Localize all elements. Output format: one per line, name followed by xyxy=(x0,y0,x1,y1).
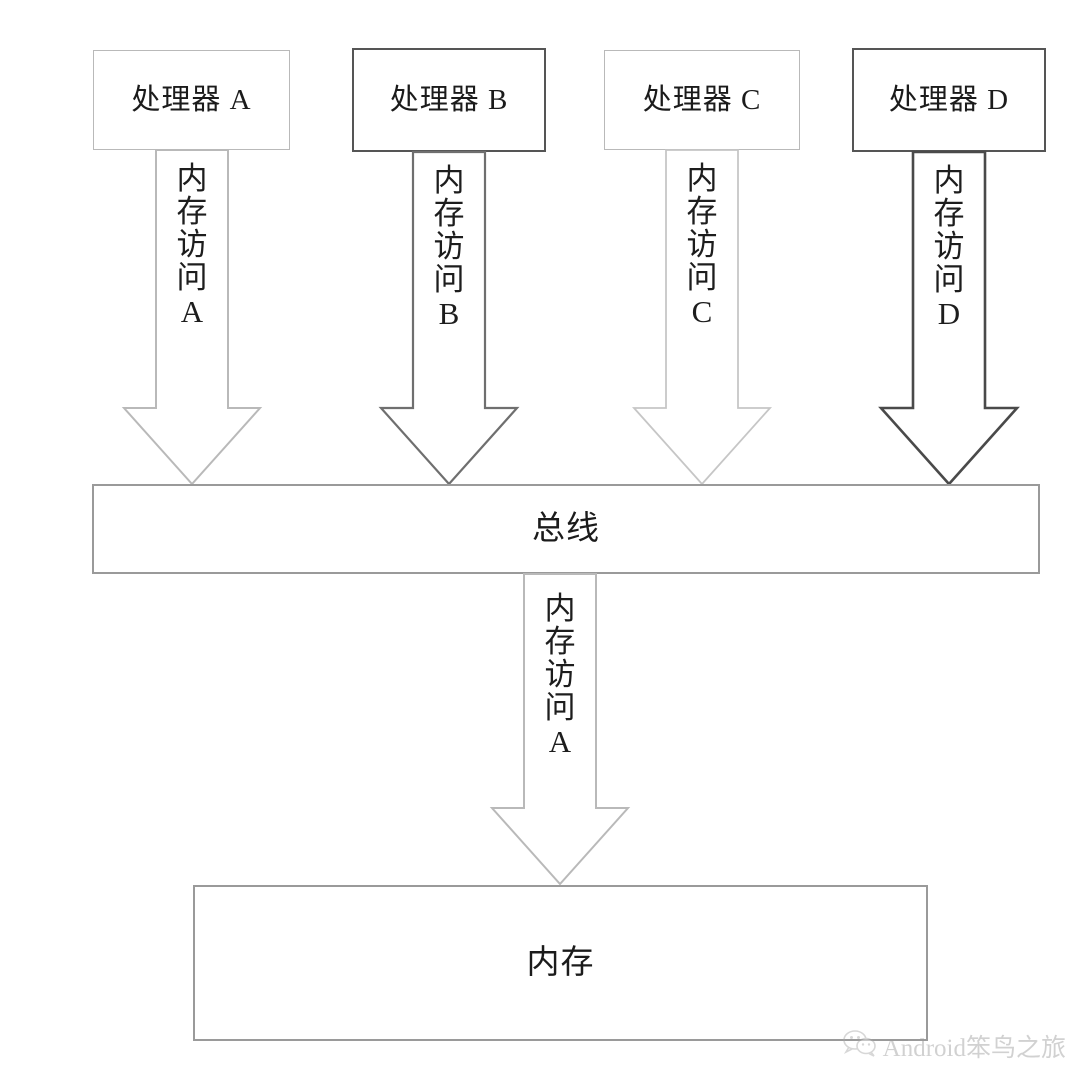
processor-box-a[interactable]: 处理器 A xyxy=(93,50,290,150)
watermark-text: Android笨鸟之旅 xyxy=(882,1035,1066,1062)
processor-label-d: 处理器 D xyxy=(888,83,1010,116)
bus-box[interactable]: 总线 xyxy=(92,484,1040,574)
processor-label-a: 处理器 A xyxy=(131,83,252,116)
processor-label-b: 处理器 B xyxy=(389,83,509,116)
watermark: Android笨鸟之旅 xyxy=(842,1028,1066,1064)
arrow-memory-access-d: 内 存 访 问 D xyxy=(877,150,1021,486)
bus-label: 总线 xyxy=(532,510,600,547)
processor-box-b[interactable]: 处理器 B xyxy=(352,48,546,152)
arrow-memory-access-c: 内 存 访 问 C xyxy=(630,149,774,486)
memory-box[interactable]: 内存 xyxy=(193,885,928,1041)
processor-box-c[interactable]: 处理器 C xyxy=(604,50,800,150)
arrow-shape-a xyxy=(121,149,263,486)
arrow-memory-access-a: 内 存 访 问 A xyxy=(120,149,264,486)
memory-label: 内存 xyxy=(526,944,595,981)
arrow-memory-access-bus-to-memory: 内 存 访 问 A xyxy=(488,573,632,886)
arrow-shape-bus-memory xyxy=(489,573,631,886)
arrow-memory-access-b: 内 存 访 问 B xyxy=(377,150,521,486)
arrow-shape-c xyxy=(631,149,773,486)
wechat-icon xyxy=(842,1029,877,1064)
processor-label-c: 处理器 C xyxy=(642,83,762,116)
processor-box-d[interactable]: 处理器 D xyxy=(852,48,1046,152)
arrow-shape-d xyxy=(878,150,1020,486)
arrow-shape-b xyxy=(378,150,520,486)
